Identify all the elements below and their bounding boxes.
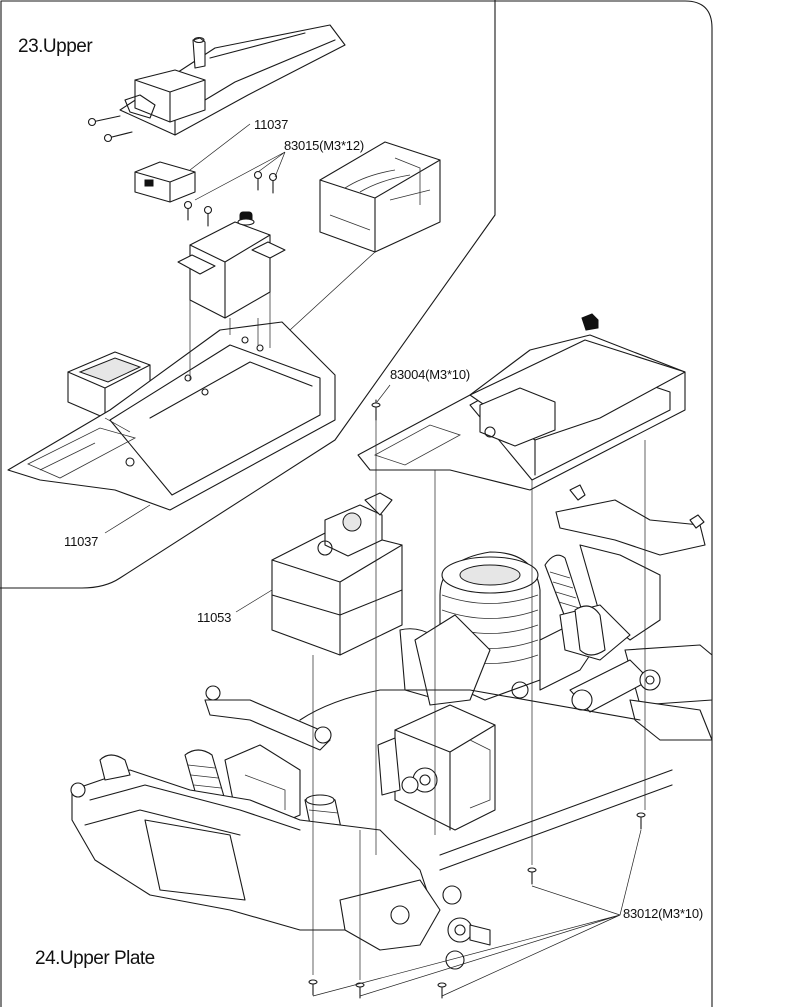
bottom-screws <box>308 399 646 999</box>
part-label-83015: 83015(M3*12) <box>284 138 364 153</box>
inset-panel-border <box>0 0 496 589</box>
switch <box>134 161 196 203</box>
section-title-upper-plate: 24.Upper Plate <box>35 948 155 969</box>
receiver-box-lid <box>119 24 346 136</box>
inset-leader-lines <box>104 123 376 534</box>
servo-screws <box>183 170 278 227</box>
part-label-83004: 83004(M3*10) <box>390 367 470 382</box>
part-label-11053: 11053 <box>197 610 232 625</box>
chassis-radio-tray <box>357 313 686 491</box>
battery-pack <box>319 141 441 253</box>
fuel-tank <box>271 492 403 656</box>
page-frame <box>0 0 713 1007</box>
section-title-upper: 23.Upper <box>18 36 93 57</box>
engine <box>399 551 601 701</box>
radio-tray <box>7 321 336 511</box>
part-label-11037-bottom: 11037 <box>64 534 99 549</box>
lid-screws <box>87 115 133 143</box>
front-chassis <box>70 754 491 970</box>
part-label-83012: 83012(M3*10) <box>623 906 703 921</box>
gearbox <box>377 614 496 831</box>
main-chassis-plate <box>299 689 673 871</box>
plate-leader-lines <box>235 384 646 997</box>
servo <box>177 211 286 319</box>
part-label-11037-top: 11037 <box>254 117 289 132</box>
rear-suspension <box>544 554 713 741</box>
rear-upper-bracket <box>555 484 706 641</box>
